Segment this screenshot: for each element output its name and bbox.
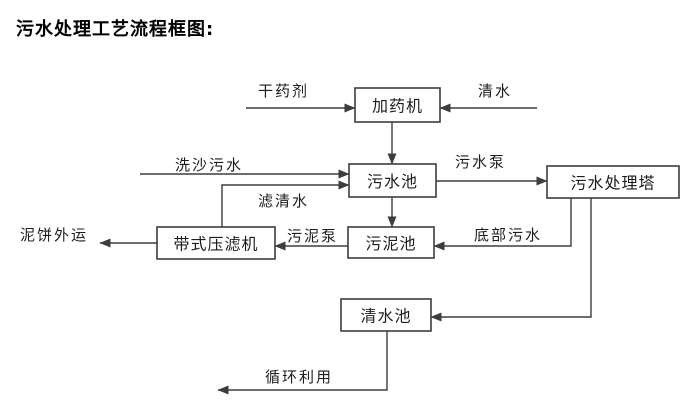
label-sand-washing-sewage: 洗沙污水 bbox=[175, 156, 243, 174]
label-mud-cake-transport: 泥饼外运 bbox=[20, 226, 88, 244]
node-sewage-pool: 污水池 bbox=[348, 163, 437, 198]
edge-bottom-sewage-return bbox=[433, 198, 572, 251]
node-rect-sewage-treatment-tower bbox=[546, 165, 680, 199]
node-rect-clean-water-pool bbox=[340, 298, 432, 332]
label-bottom-sewage: 底部污水 bbox=[474, 226, 542, 244]
edge-recycle-line bbox=[217, 331, 388, 395]
node-clean-water-pool: 清水池 bbox=[340, 298, 432, 332]
node-dosing-machine: 加药机 bbox=[354, 87, 441, 123]
edges-layer bbox=[99, 103, 592, 395]
node-label-sewage-pool: 污水池 bbox=[367, 172, 418, 191]
node-sewage-treatment-tower: 污水处理塔 bbox=[546, 165, 680, 199]
label-sewage-pump: 污水泵 bbox=[455, 153, 506, 171]
node-belt-filter-press: 带式压滤机 bbox=[156, 226, 276, 260]
label-dry-agent: 干药剂 bbox=[258, 82, 309, 100]
label-filtered-water: 滤清水 bbox=[258, 192, 309, 210]
edge-filtered-water-return bbox=[221, 180, 350, 227]
page-title: 污水处理工艺流程框图: bbox=[16, 19, 215, 40]
label-sludge-pump: 污泥泵 bbox=[287, 227, 338, 245]
label-clean-water: 清水 bbox=[478, 82, 512, 100]
node-label-clean-water-pool: 清水池 bbox=[360, 307, 411, 326]
edge-tower-to-clean-pool bbox=[430, 198, 592, 322]
node-rect-sludge-pool bbox=[347, 226, 435, 259]
node-label-sewage-treatment-tower: 污水处理塔 bbox=[570, 174, 655, 193]
node-label-belt-filter-press: 带式压滤机 bbox=[173, 235, 258, 254]
label-recycling: 循环利用 bbox=[265, 368, 333, 386]
node-label-sludge-pool: 污泥池 bbox=[365, 234, 416, 253]
node-rect-sewage-pool bbox=[348, 163, 437, 198]
node-sludge-pool: 污泥池 bbox=[347, 226, 435, 259]
node-label-dosing-machine: 加药机 bbox=[372, 97, 423, 116]
node-rect-belt-filter-press bbox=[156, 226, 276, 260]
node-rect-dosing-machine bbox=[354, 87, 441, 123]
